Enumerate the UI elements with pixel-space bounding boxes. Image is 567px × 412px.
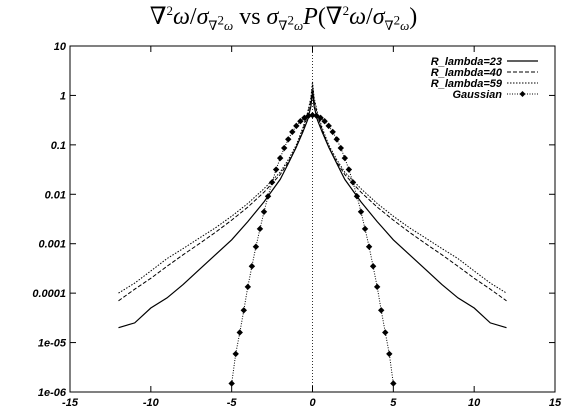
gaussian-marker (252, 243, 260, 250)
gaussian-marker (333, 136, 340, 143)
legend-label: Gaussian (452, 89, 502, 101)
series-line-r-lambda-59 (118, 81, 507, 294)
y-tick-label: 0.001 (38, 239, 66, 251)
x-tick-label: 0 (309, 397, 316, 409)
gaussian-marker (378, 307, 385, 314)
y-tick-label: 1 (60, 90, 66, 102)
y-tick-label: 0.0001 (32, 288, 66, 300)
gaussian-marker (276, 154, 284, 162)
gaussian-marker (345, 166, 353, 173)
gaussian-marker (390, 380, 397, 387)
gaussian-marker (373, 283, 381, 291)
gaussian-marker (264, 193, 272, 200)
gaussian-marker (386, 350, 393, 358)
x-tick-label: 10 (468, 397, 481, 409)
gaussian-marker (293, 122, 300, 130)
gaussian-marker (325, 122, 332, 130)
legend-label: R_lambda=59 (431, 78, 503, 90)
chart-title: ∇2ω/σ∇2ω vs σ∇2ωP(∇2ω/σ∇2ω) (149, 3, 418, 33)
gaussian-marker (313, 112, 320, 120)
gaussian-marker (256, 225, 264, 233)
x-tick-label: -5 (227, 397, 238, 409)
gaussian-marker (236, 329, 243, 336)
gaussian-marker (341, 154, 349, 162)
gaussian-marker (228, 380, 235, 387)
gaussian-marker (232, 350, 239, 358)
y-tick-label: 10 (54, 41, 67, 53)
gaussian-marker (382, 329, 389, 336)
gaussian-marker (285, 136, 292, 143)
gaussian-marker (305, 112, 312, 120)
gaussian-marker (317, 114, 324, 122)
legend-label: R_lambda=40 (431, 67, 503, 79)
y-tick-label: 1e-05 (38, 338, 67, 350)
gaussian-marker (268, 179, 276, 186)
gaussian-marker (281, 144, 288, 152)
gaussian-marker (357, 208, 365, 215)
gaussian-marker (337, 144, 344, 152)
gaussian-marker (365, 243, 373, 250)
legend-swatch-marker (519, 91, 526, 97)
gaussian-marker (321, 117, 328, 125)
series-line-r-lambda-23 (118, 91, 507, 329)
gaussian-marker (260, 208, 268, 215)
gaussian-marker (297, 117, 304, 125)
gaussian-marker (244, 283, 252, 291)
gaussian-marker (361, 225, 369, 233)
gaussian-marker (369, 263, 377, 270)
gaussian-marker (272, 166, 280, 173)
y-tick-label: 1e-06 (38, 387, 67, 399)
gaussian-marker (353, 193, 361, 200)
series-line-gaussian (231, 114, 394, 384)
x-tick-label: 15 (549, 397, 562, 409)
x-tick-label: -10 (143, 397, 160, 409)
y-tick-label: 0.1 (51, 140, 66, 152)
gaussian-marker (349, 179, 357, 186)
gaussian-marker (329, 128, 336, 136)
x-tick-label: 5 (390, 397, 397, 409)
legend-label: R_lambda=23 (431, 56, 502, 68)
gaussian-marker (248, 263, 256, 270)
gaussian-marker (240, 307, 247, 314)
y-tick-label: 0.01 (45, 189, 66, 201)
x-tick-label: -15 (62, 397, 79, 409)
gaussian-marker (289, 128, 296, 136)
gaussian-marker (309, 111, 316, 119)
